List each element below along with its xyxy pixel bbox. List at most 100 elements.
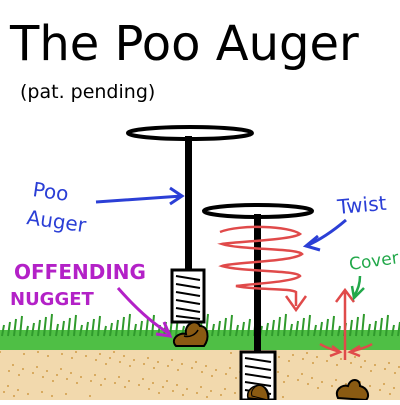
- soil-speck: [379, 389, 381, 391]
- soil-speck: [360, 366, 362, 368]
- soil-speck: [288, 360, 290, 362]
- soil-speck: [128, 380, 130, 382]
- soil-speck: [335, 379, 337, 381]
- soil-speck: [76, 382, 78, 384]
- soil-speck: [316, 356, 318, 358]
- soil-speck: [186, 388, 188, 390]
- cover-arrow-up: [335, 287, 355, 360]
- soil-speck: [27, 393, 29, 395]
- soil-speck: [18, 374, 20, 376]
- offending-label-line2: NUGGET: [10, 289, 95, 310]
- cover-arrow-right: [347, 342, 373, 358]
- soil-speck: [95, 359, 97, 361]
- auger-raised: [126, 125, 254, 324]
- soil-speck: [374, 364, 376, 366]
- cover-arrows: [319, 287, 373, 360]
- auger-label-arrow: [95, 186, 185, 206]
- soil-speck: [41, 391, 43, 393]
- soil-speck: [331, 385, 333, 387]
- soil-speck: [94, 374, 96, 376]
- soil-speck: [340, 358, 342, 360]
- soil-speck: [383, 383, 385, 385]
- soil-speck: [46, 370, 48, 372]
- soil-speck: [105, 363, 107, 365]
- soil-speck: [326, 360, 328, 362]
- soil-speck: [321, 381, 323, 383]
- auger-drill-thread: [175, 275, 201, 320]
- soil-speck: [388, 362, 390, 364]
- soil-speck: [147, 357, 149, 359]
- soil-speck: [200, 386, 202, 388]
- soil-speck: [52, 380, 54, 382]
- soil-speck: [211, 375, 213, 377]
- soil-speck: [123, 355, 125, 357]
- soil-speck: [80, 376, 82, 378]
- soil-layer: [0, 348, 400, 400]
- soil-speck: [172, 390, 174, 392]
- buried-poo: [336, 379, 369, 402]
- soil-speck: [278, 356, 280, 358]
- soil-speck: [220, 394, 222, 396]
- soil-speck: [51, 395, 53, 397]
- grass-blade-strokes: [1, 313, 400, 337]
- soil-speck: [71, 357, 73, 359]
- soil-speck: [89, 395, 91, 397]
- soil-speck: [47, 355, 49, 357]
- soil-speck: [398, 366, 400, 368]
- soil-speck: [142, 378, 144, 380]
- poo-shape: [172, 321, 209, 347]
- soil-speck: [317, 387, 319, 389]
- soil-speck: [306, 352, 308, 354]
- soil-speck: [113, 351, 115, 353]
- soil-speck: [302, 358, 304, 360]
- soil-speck: [230, 352, 232, 354]
- soil-speck: [182, 394, 184, 396]
- soil-speck: [158, 392, 160, 394]
- offending-label-line1: OFFENDING: [14, 260, 146, 284]
- soil-speck: [224, 388, 226, 390]
- page-subtitle: (pat. pending): [20, 81, 155, 103]
- poo-at-auger-tip: [251, 385, 269, 401]
- soil-speck: [229, 367, 231, 369]
- soil-speck: [138, 384, 140, 386]
- poo-detail: [183, 329, 199, 338]
- soil-speck: [369, 385, 371, 387]
- twist-spiral: [217, 225, 304, 306]
- soil-speck: [176, 384, 178, 386]
- twist-arrowhead: [284, 295, 308, 313]
- soil-speck: [215, 369, 217, 371]
- soil-speck: [114, 382, 116, 384]
- soil-speck: [119, 361, 121, 363]
- soil-speck: [65, 393, 67, 395]
- soil-speck: [312, 362, 314, 364]
- cover-label: Cover: [348, 248, 400, 275]
- soil-speck: [157, 361, 159, 363]
- auger-drill-thread-2: [244, 357, 272, 395]
- soil-speck: [196, 392, 198, 394]
- soil-speck: [8, 370, 10, 372]
- soil-speck: [311, 377, 313, 379]
- soil-speck: [282, 396, 284, 398]
- soil-speck: [292, 354, 294, 356]
- soil-speck: [389, 393, 391, 395]
- soil-speck: [143, 363, 145, 365]
- soil-speck: [100, 384, 102, 386]
- soil-speck: [301, 373, 303, 375]
- page-title: The Poo Auger: [9, 16, 359, 72]
- soil-speck: [354, 356, 356, 358]
- soil-speck: [195, 361, 197, 363]
- soil-speck: [277, 371, 279, 373]
- soil-speck: [0, 351, 1, 353]
- soil-speck: [133, 359, 135, 361]
- soil-speck: [13, 395, 15, 397]
- grass-blades: [1, 313, 400, 337]
- soil-speck: [61, 353, 63, 355]
- soil-speck: [307, 383, 309, 385]
- soil-speck: [22, 368, 24, 370]
- soil-speck: [167, 365, 169, 367]
- soil-speck: [283, 381, 285, 383]
- soil-speck: [206, 396, 208, 398]
- soil-speck: [181, 363, 183, 365]
- soil-speck: [23, 353, 25, 355]
- twist-label: Twist: [335, 191, 387, 219]
